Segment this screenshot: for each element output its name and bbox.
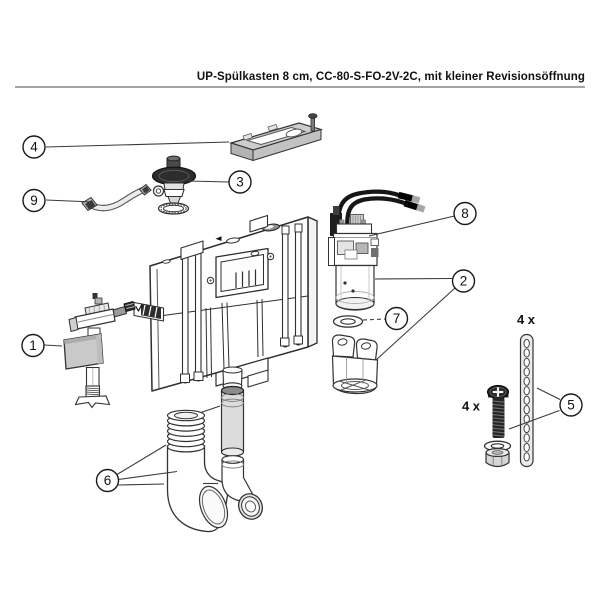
svg-text:9: 9 (30, 193, 38, 208)
callout-2: 2 (451, 269, 476, 293)
seal-ring-small (157, 202, 190, 215)
svg-text:8: 8 (461, 206, 469, 221)
frame-screw (308, 113, 318, 132)
svg-text:3: 3 (236, 175, 244, 190)
float-cup (63, 333, 104, 370)
callout-5: 5 (559, 393, 583, 417)
screw (487, 385, 509, 438)
part-flush-pipe-set (166, 385, 263, 533)
callout-6: 6 (95, 468, 120, 493)
quantity-label-screw: 4 x (462, 399, 481, 414)
title-rule (15, 86, 585, 88)
callout-9: 9 (22, 188, 46, 213)
callout-4: 4 (22, 135, 46, 159)
part-connection-hose (81, 183, 152, 212)
page-title: UP-Spülkasten 8 cm, CC-80-S-FO-2V-2C, mi… (196, 71, 585, 83)
tank-outlet-stub (222, 366, 243, 390)
callout-8: 8 (453, 201, 477, 226)
part-servo-valve (328, 189, 426, 311)
part-fill-valve (63, 293, 136, 409)
svg-text:1: 1 (29, 338, 37, 353)
svg-text:2: 2 (460, 274, 468, 289)
part-cistern-tank (133, 214, 318, 392)
revision-opening (215, 247, 269, 299)
part-valve-insert (151, 155, 197, 215)
orientation-arrow-icon (215, 236, 222, 241)
svg-text:4: 4 (30, 140, 38, 155)
svg-text:5: 5 (567, 398, 575, 413)
svg-text:6: 6 (104, 473, 112, 488)
part-fixing-set (483, 333, 534, 468)
callout-1: 1 (21, 333, 45, 358)
hex-nut (485, 448, 510, 468)
part-seal-ring (332, 315, 364, 328)
callout-7: 7 (384, 306, 409, 331)
inlet-bracket (133, 301, 165, 322)
leader-lines (44, 141, 561, 486)
quantity-label-strip: 4 x (517, 312, 536, 327)
callout-3: 3 (228, 170, 252, 194)
part-valve-housing (331, 334, 379, 395)
svg-text:7: 7 (393, 311, 401, 326)
part-mounting-frame (228, 113, 324, 162)
